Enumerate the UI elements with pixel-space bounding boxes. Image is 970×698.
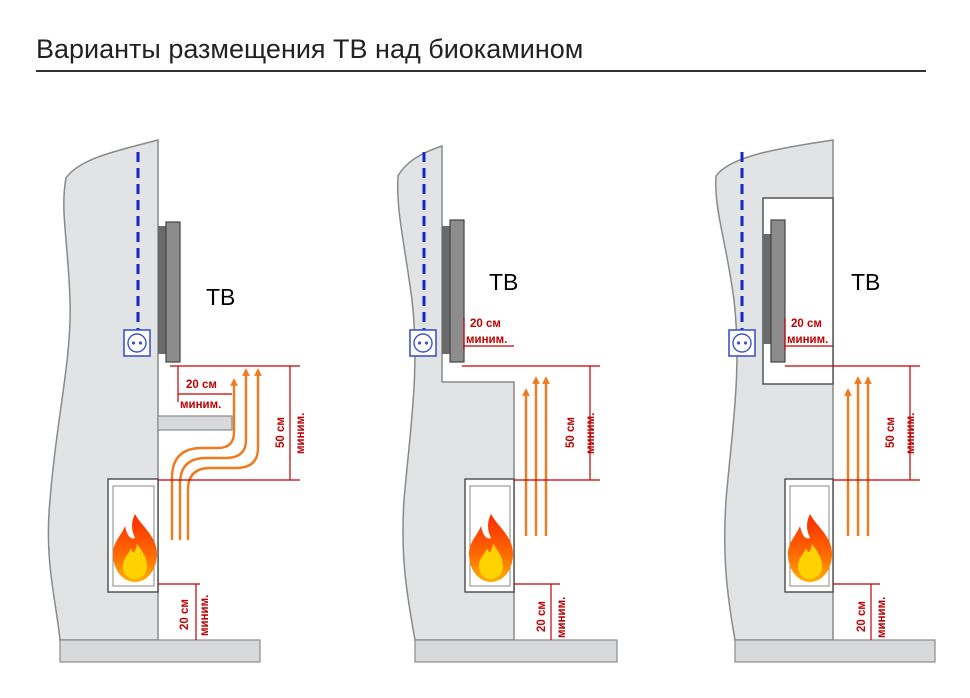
gap-label-min: миним. (466, 334, 507, 346)
height-label-min: миним. (295, 413, 307, 454)
height-label-min: миним. (905, 413, 917, 454)
fireplace-inner (789, 485, 830, 587)
floor-gap-label-min: миним. (556, 597, 568, 638)
fireplace-inner (469, 485, 511, 587)
height-label: 50 см (885, 417, 897, 448)
gap-label: 20 см (791, 318, 822, 330)
variant-1: ТВ 20 см миним. 50 см миним. 20 см миним… (47, 139, 307, 663)
floor (414, 639, 618, 663)
floor (734, 639, 936, 663)
fireplace-inner (112, 485, 155, 587)
gap-label-min: миним. (180, 399, 221, 411)
tv-label: ТВ (851, 269, 880, 295)
floor-gap-label: 20 см (536, 601, 548, 632)
tv-bracket (763, 234, 771, 344)
gap-label: 20 см (186, 379, 217, 391)
variant-2: ТВ 20 см миним. 50 см миним. 20 см миним… (396, 144, 618, 663)
tv-screen-icon (449, 219, 465, 363)
airflow-arrow-icon (844, 376, 872, 536)
height-label: 50 см (275, 417, 287, 448)
power-socket-icon (123, 329, 151, 357)
tv-bracket (442, 226, 450, 354)
floor-gap-label: 20 см (179, 599, 191, 630)
variant-3: ТВ 20 см миним. 50 см миним. 20 см миним… (715, 139, 936, 663)
airflow-arrow-icon (522, 376, 550, 536)
tv-screen-icon (770, 219, 786, 363)
floor-gap-label-min: миним. (876, 597, 888, 638)
height-label-min: миним. (585, 413, 597, 454)
height-label: 50 см (565, 417, 577, 448)
title-underline (36, 70, 926, 72)
airflow-arrow-icon (170, 368, 262, 540)
gap-label: 20 см (470, 318, 501, 330)
dimension-lines (784, 318, 920, 640)
dimension-lines (158, 365, 300, 640)
tv-label: ТВ (206, 284, 235, 310)
tv-screen-icon (165, 221, 181, 363)
tv-label: ТВ (489, 269, 518, 295)
gap-label-min: миним. (787, 334, 828, 346)
tv-bracket (158, 226, 166, 354)
floor-gap-label: 20 см (856, 601, 868, 632)
shelf (157, 415, 233, 431)
power-socket-icon (409, 329, 437, 357)
page-title: Варианты размещения ТВ над биокамином (36, 34, 584, 64)
floor (59, 639, 261, 663)
dimension-lines (462, 318, 600, 640)
power-socket-icon (728, 329, 756, 357)
floor-gap-label-min: миним. (199, 595, 211, 636)
